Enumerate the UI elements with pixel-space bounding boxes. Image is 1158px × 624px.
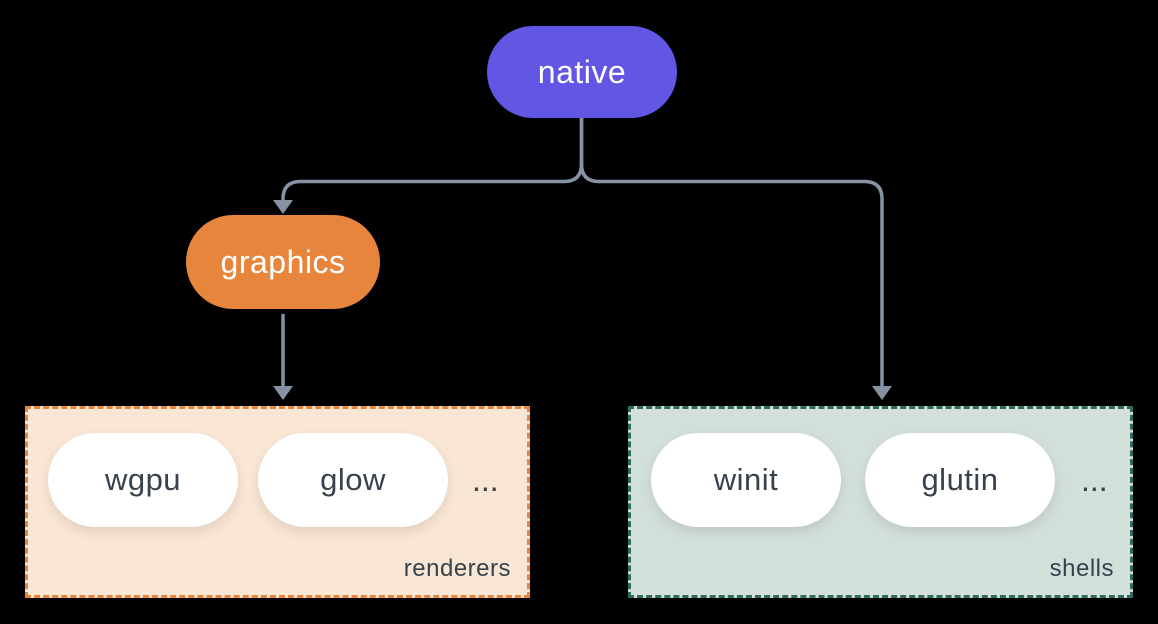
item-pill-glutin-label: glutin: [921, 462, 999, 497]
item-pill-glutin: glutin: [865, 433, 1055, 527]
node-graphics-label: graphics: [220, 243, 346, 280]
shells-group-label: shells: [1049, 555, 1114, 582]
node-graphics: graphics: [186, 215, 380, 309]
item-pill-wgpu-label: wgpu: [104, 462, 182, 497]
node-native-label: native: [537, 53, 627, 90]
native-to-graphics-connector: [281, 118, 584, 200]
item-pill-winit-label: winit: [713, 462, 779, 497]
item-pill-glow-label: glow: [320, 462, 386, 497]
arrowhead-to-shells-icon: [872, 386, 892, 400]
arrowhead-to-renderers-icon: [273, 386, 293, 400]
item-pill-glow: glow: [258, 433, 448, 527]
shells-ellipsis: ...: [1081, 461, 1108, 498]
item-pill-winit: winit: [651, 433, 841, 527]
group-shells: winit glutin ... shells: [628, 406, 1133, 598]
renderers-ellipsis: ...: [472, 461, 499, 498]
group-renderers: wgpu glow ... renderers: [25, 406, 530, 598]
node-native: native: [487, 26, 677, 118]
native-to-shells-connector: [579, 118, 884, 386]
arrowhead-to-graphics-icon: [273, 200, 293, 214]
renderers-group-label: renderers: [403, 555, 511, 582]
item-pill-wgpu: wgpu: [48, 433, 238, 527]
